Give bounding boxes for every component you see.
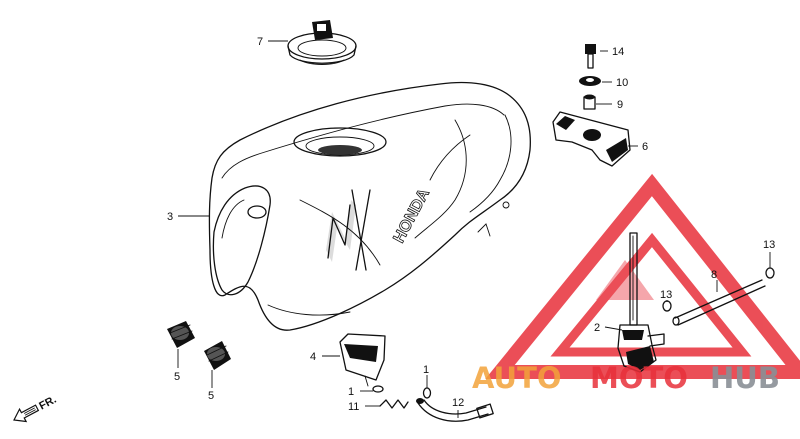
- tank-logo: HONDA: [391, 186, 434, 246]
- fuel-cap: [287, 20, 357, 65]
- washer-10: [579, 76, 601, 86]
- hose-12: [416, 398, 494, 422]
- clip-1b: [422, 387, 432, 399]
- clip-13a: [662, 300, 672, 312]
- watermark-triangle-logo: [485, 173, 800, 379]
- leader-lines: [177, 40, 771, 418]
- callout-1a: 1: [348, 386, 354, 398]
- watermark-hub: HUB: [710, 361, 780, 395]
- callout-4: 4: [310, 351, 316, 363]
- front-arrow-label: FR.: [37, 394, 58, 413]
- clip-13b: [765, 267, 775, 279]
- callout-6: 6: [642, 141, 648, 153]
- callout-2: 2: [594, 322, 600, 334]
- callout-13b: 13: [763, 239, 775, 251]
- callout-12: 12: [452, 397, 464, 409]
- tray-4: [339, 333, 386, 387]
- rubber-cushion-5b: [204, 341, 231, 370]
- fuel-hose-8: [672, 279, 766, 326]
- callout-14: 14: [612, 46, 624, 58]
- fuel-tank: HONDA: [208, 81, 531, 331]
- fuel-cock: [617, 232, 665, 373]
- watermark-auto: AUTO: [472, 361, 562, 395]
- bracket-6: [552, 111, 631, 167]
- callout-5a: 5: [174, 371, 180, 383]
- spring-11: [379, 399, 409, 409]
- clip-1a: [372, 385, 384, 393]
- rubber-cushion-5a: [167, 321, 195, 348]
- callout-7: 7: [257, 36, 263, 48]
- watermark-moto: MOTO: [590, 361, 688, 395]
- collar-9: [583, 94, 596, 110]
- callout-5b: 5: [208, 390, 214, 402]
- callout-11: 11: [348, 401, 359, 413]
- callout-1b: 1: [423, 364, 429, 376]
- callouts: 7 3 14 10 9 6 2 4 1 11 1 12 8 13 13 5 5: [167, 36, 775, 413]
- bolt-14: [585, 44, 596, 69]
- callout-10: 10: [616, 77, 628, 89]
- front-arrow-icon: FR.: [13, 394, 59, 423]
- callout-3: 3: [167, 211, 173, 223]
- callout-8: 8: [711, 269, 717, 281]
- callout-9: 9: [617, 99, 623, 111]
- callout-13a: 13: [660, 289, 672, 301]
- watermark-text: AUTO MOTO HUB: [472, 361, 780, 395]
